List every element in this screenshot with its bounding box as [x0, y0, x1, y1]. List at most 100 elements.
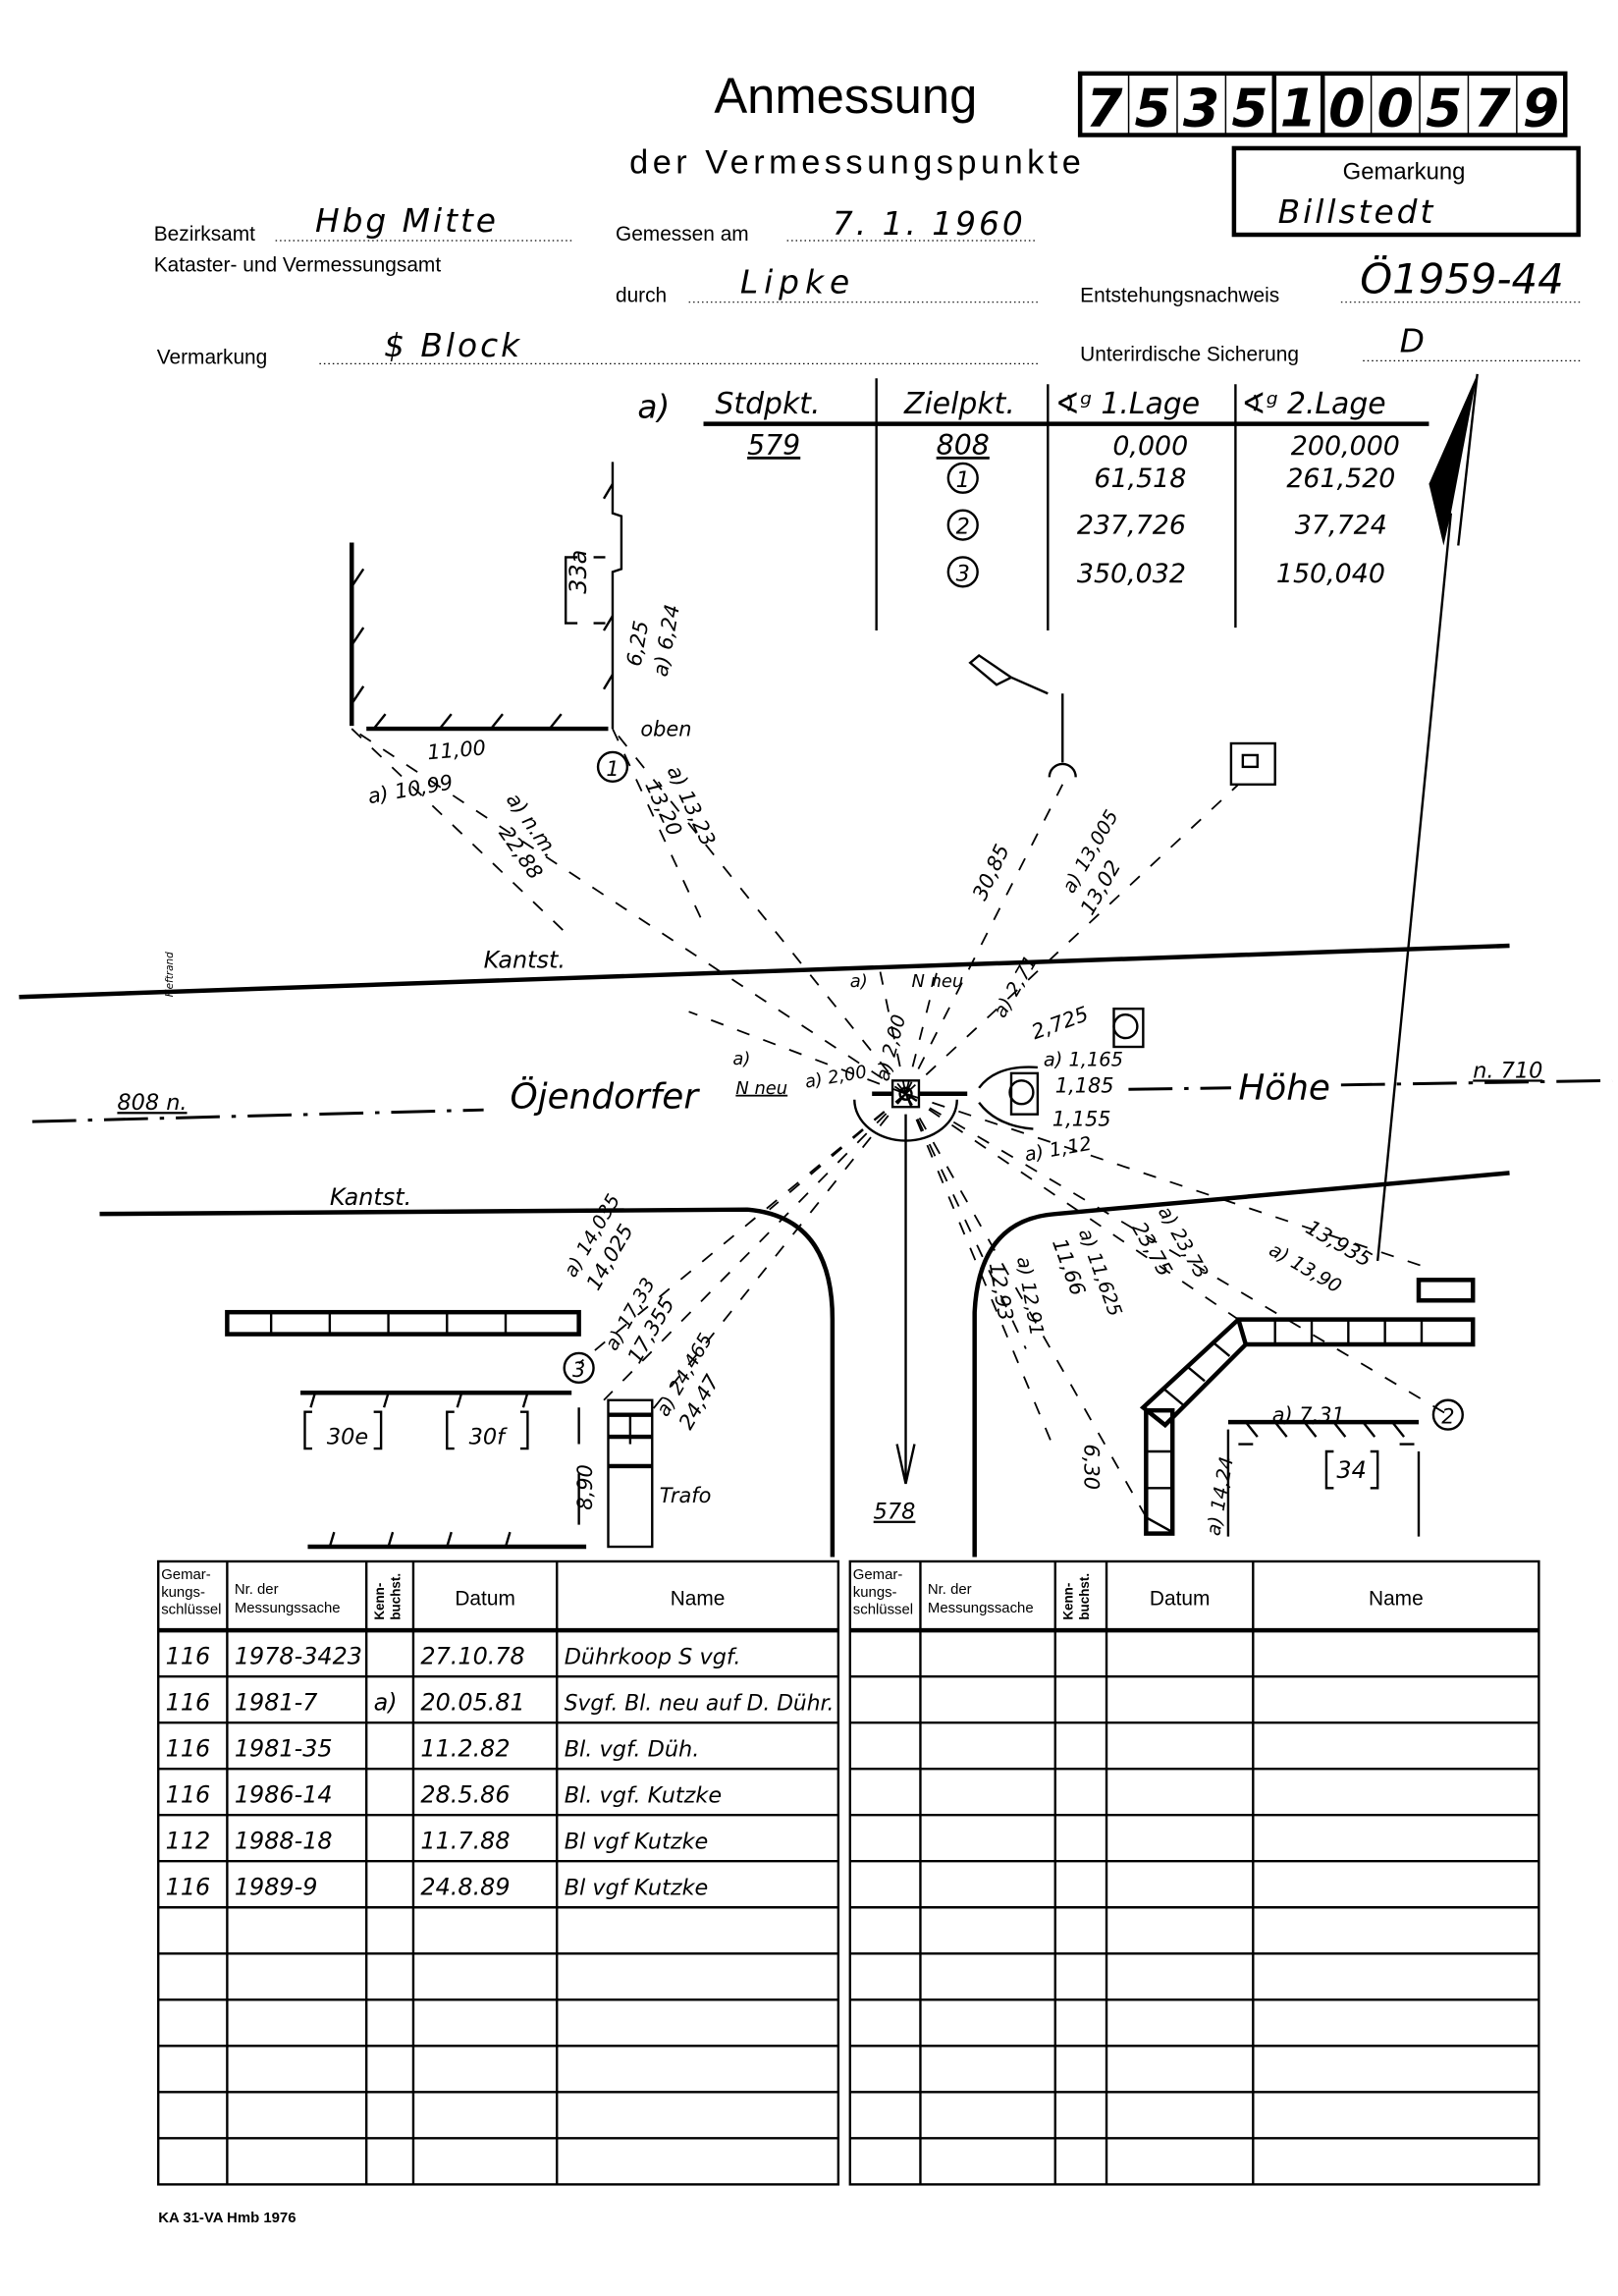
column-header: Gemar-	[161, 1566, 211, 1583]
column-header: Name	[1369, 1588, 1424, 1611]
bezirksamt-value: Hbg Mitte	[315, 202, 499, 240]
sketch-label: 578	[874, 1500, 916, 1525]
sight-ray	[904, 967, 940, 1094]
survey-sketch	[19, 462, 1613, 1558]
gemessen-label: Gemessen am	[616, 223, 749, 246]
number-digit: 7	[1086, 78, 1123, 139]
sketch-label: a) 1,12	[1023, 1132, 1094, 1167]
records-table: Gemar-kungs-schlüssel Nr. derMessungssach…	[157, 1559, 1540, 2186]
sketch-label: Heftrand	[164, 952, 176, 997]
sketch-label: 6,30	[1080, 1445, 1104, 1490]
sketch-label: Kantst.	[484, 946, 566, 973]
gemarkung-value: Billstedt	[1278, 193, 1436, 231]
column-header: Datum	[455, 1588, 514, 1611]
sketch-label: 2	[1441, 1405, 1454, 1429]
sketch-label: a) 2,00	[871, 1012, 910, 1083]
sight-ray	[769, 1093, 907, 1211]
number-digit: 3	[1183, 78, 1219, 139]
sketch-label: 34	[1336, 1456, 1366, 1484]
record-cell: a)	[374, 1688, 398, 1716]
lage1-value: 61,518	[1094, 464, 1186, 494]
record-cell: Bl vgf Kutzke	[565, 1876, 709, 1901]
entstehung-label: Entstehungsnachweis	[1080, 285, 1279, 307]
record-cell: 28.5.86	[420, 1781, 510, 1809]
column-header: schlüssel	[853, 1602, 913, 1618]
vermarkung-value: $ Block	[384, 327, 522, 364]
column-header: kungs-	[161, 1584, 205, 1601]
document-title: Anmessung	[714, 68, 977, 124]
record-cell: Bl. vgf. Kutzke	[565, 1783, 722, 1809]
column-header: Gemar-	[853, 1566, 903, 1583]
entstehung-value: Ö1959-44	[1360, 254, 1563, 303]
target-3: 3	[956, 561, 970, 586]
angle-table: a) Stdpkt. Zielpkt. ∢ᵍ 1.Lage ∢ᵍ 2.Lage …	[637, 378, 1429, 631]
number-digit: 5	[1135, 78, 1171, 139]
sight-ray	[904, 784, 1064, 1095]
column-header: Datum	[1150, 1588, 1210, 1611]
form-id: KA 31-VA Hmb 1976	[158, 2210, 296, 2226]
sight-ray	[905, 1092, 1449, 1416]
sight-ray	[612, 728, 705, 924]
gemarkung-box: Gemarkung Billstedt	[1231, 145, 1581, 238]
record-cell: 1981-7	[235, 1688, 318, 1716]
sketch-label: Öjendorfer	[510, 1076, 700, 1118]
record-cell: Bl vgf Kutzke	[565, 1830, 709, 1855]
sight-ray	[904, 1093, 1056, 1452]
record-cell: 116	[166, 1874, 211, 1901]
sketch-label: a) 12,91	[1012, 1255, 1049, 1338]
north-arrow-icon	[1375, 373, 1479, 1262]
sketch-label: a) 14,24	[1202, 1455, 1238, 1538]
sketch-label: 6,25	[622, 619, 654, 668]
angle-header-lage1: ∢ᵍ 1.Lage	[1055, 387, 1200, 421]
record-cell: Svgf. Bl. neu auf D. Dühr.	[565, 1690, 835, 1716]
gemessen-value: 7. 1. 1960	[833, 205, 1026, 243]
sketch-label: Kantst.	[330, 1183, 411, 1211]
record-cell: 1986-14	[235, 1781, 333, 1809]
angle-header-stdpkt: Stdpkt.	[715, 387, 820, 421]
sketch-label: a) 7,31	[1272, 1403, 1345, 1427]
column-header: kungs-	[853, 1584, 897, 1601]
record-cell: 27.10.78	[420, 1642, 524, 1669]
angle-prefix: a)	[637, 389, 670, 426]
number-digit: 5	[1231, 78, 1267, 139]
number-digit: 1	[1280, 78, 1317, 139]
sketch-label: oben	[640, 718, 691, 741]
record-cell: 1989-9	[235, 1874, 318, 1901]
sketch-label: a) 6,24	[648, 603, 683, 679]
lage1-value: 237,726	[1077, 511, 1186, 541]
sight-ray	[688, 1011, 906, 1095]
column-header: buchst.	[389, 1573, 404, 1620]
record-cell: 11.7.88	[420, 1828, 510, 1855]
sketch-label: a) 2,00	[803, 1062, 868, 1093]
record-cell: Bl. vgf. Düh.	[565, 1736, 700, 1762]
record-cell: Dührkoop S vgf.	[565, 1644, 741, 1669]
number-digit: 9	[1523, 78, 1559, 139]
durch-value: Lipke	[740, 264, 855, 301]
number-digit: 0	[1377, 78, 1414, 139]
column-header: buchst.	[1077, 1573, 1092, 1620]
sight-ray	[351, 728, 572, 940]
sight-ray	[905, 1092, 1429, 1270]
lage1-value: 0,000	[1112, 431, 1188, 462]
record-cell: 1981-35	[235, 1734, 333, 1762]
sketch-label: 30f	[469, 1425, 508, 1450]
sight-ray	[905, 1093, 1239, 1321]
lage2-value: 200,000	[1291, 431, 1400, 462]
sketch-label: Trafo	[660, 1484, 712, 1507]
record-cell: 116	[166, 1688, 211, 1716]
column-header: Nr. der	[235, 1581, 279, 1598]
sketch-label: 1	[606, 757, 619, 781]
column-header: Kenn-	[1061, 1583, 1076, 1620]
sight-ray	[904, 784, 1239, 1095]
document-subtitle: der Vermessungspunkte	[629, 143, 1085, 181]
sketch-label: a)	[732, 1049, 750, 1069]
gemarkung-label: Gemarkung	[1343, 158, 1466, 185]
record-cell: 116	[166, 1781, 211, 1809]
lage2-value: 150,040	[1276, 559, 1385, 589]
sketch-label: N neu	[735, 1078, 787, 1099]
column-header: Messungssache	[235, 1600, 341, 1616]
sketch-label: a) 1,165	[1044, 1048, 1123, 1070]
